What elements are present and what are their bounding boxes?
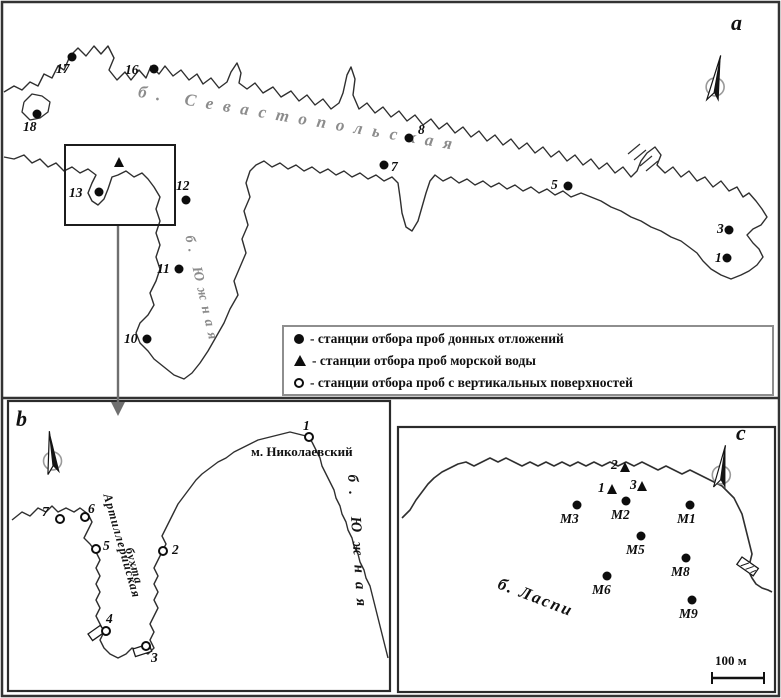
pier-artillery-1 bbox=[87, 624, 106, 642]
compass-rose-icon-c bbox=[711, 445, 732, 489]
scale-bar bbox=[711, 672, 765, 684]
cape-nikolaevsky-label: м. Николаевский bbox=[251, 444, 353, 459]
compass-rose-icon-b bbox=[42, 431, 63, 475]
compass-rose-icon-a bbox=[705, 55, 725, 102]
panel-c-border bbox=[396, 425, 777, 694]
open-circle-icon bbox=[294, 377, 304, 388]
pier-laspi bbox=[735, 556, 760, 577]
legend-item-label: - станции отбора проб донных отложений bbox=[310, 330, 564, 346]
panel-a-letter: a bbox=[731, 10, 742, 35]
scale-bar-label: 100 м bbox=[715, 653, 747, 668]
coastline-artillery-bay bbox=[11, 431, 389, 659]
legend-item-label: - станции отбора проб с вертикальных пов… bbox=[310, 374, 633, 390]
panel-b-letter: b bbox=[16, 406, 27, 431]
panel-c-letter: c bbox=[736, 420, 746, 445]
coastline-sevastopol-bay bbox=[3, 45, 768, 380]
legend-item-label: - станции отбора проб морской воды bbox=[312, 352, 536, 368]
breakwater-hatch bbox=[627, 143, 659, 172]
legend-row-surface: - станции отбора проб с вертикальных пов… bbox=[284, 372, 772, 394]
legend-row-sediment: - станции отбора проб донных отложений bbox=[284, 328, 772, 350]
legend: - станции отбора проб донных отложений -… bbox=[282, 325, 774, 396]
pier-artillery-2 bbox=[132, 642, 153, 658]
peninsula-station-18 bbox=[21, 93, 51, 121]
filled-triangle-icon bbox=[294, 355, 306, 366]
filled-circle-icon bbox=[294, 333, 304, 344]
legend-row-water: - станции отбора проб морской воды bbox=[284, 350, 772, 372]
inset-arrowhead-icon bbox=[111, 402, 125, 416]
panel-b-border bbox=[6, 399, 392, 693]
inset-box bbox=[64, 144, 176, 226]
